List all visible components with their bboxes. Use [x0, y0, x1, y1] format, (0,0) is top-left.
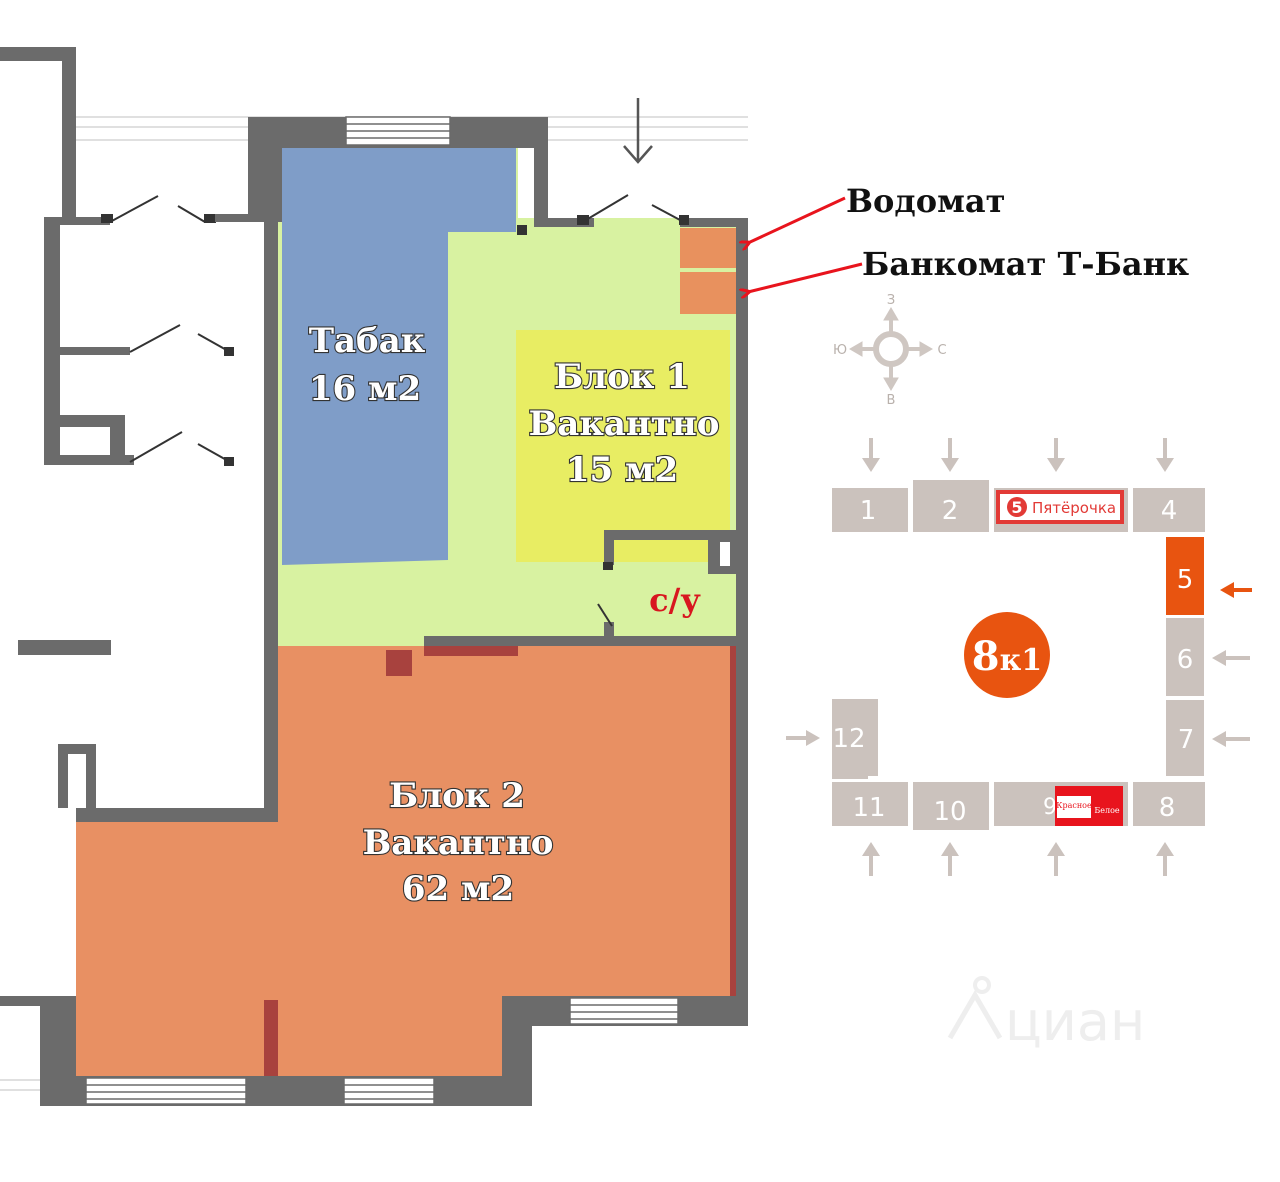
- site-block-1[interactable]: [832, 488, 908, 532]
- site-block-12-num: 12: [832, 724, 865, 754]
- kb-logo-left: Красное: [1056, 801, 1092, 810]
- site-block-11-num: 11: [852, 793, 885, 823]
- compass-w: Ю: [833, 343, 847, 358]
- site-block-6[interactable]: [1166, 618, 1204, 696]
- block2-name: Блок 2: [389, 776, 525, 816]
- block2-status: Вакантно: [363, 823, 554, 863]
- tabak-name: Табак: [309, 321, 426, 361]
- kb-block-num: 9: [1043, 795, 1057, 820]
- block2-area: 62 м2: [402, 869, 514, 909]
- site-block-12[interactable]: [832, 699, 878, 779]
- watermark-text: циан: [1005, 990, 1145, 1053]
- site-block-10[interactable]: [913, 782, 989, 830]
- compass-n: З: [887, 293, 895, 308]
- block2-room[interactable]: [76, 646, 736, 1076]
- watermark: циан: [947, 976, 1145, 1053]
- pyaterochka-logo-icon: [1007, 497, 1027, 517]
- wc-door: [597, 562, 613, 627]
- site-map: 1 2 4 5 6 7 8 10 11 12 5 Пятёрочка 9 Кра…: [786, 438, 1252, 876]
- kb-logo-white: [1057, 796, 1091, 818]
- site-block-7[interactable]: [1166, 700, 1204, 776]
- block1-name: Блок 1: [554, 357, 690, 397]
- site-block-8-num: 8: [1159, 793, 1176, 823]
- windows: [85, 116, 679, 1105]
- atm-unit[interactable]: [680, 272, 736, 314]
- callouts: Водомат Банкомат Т-Банк: [748, 182, 1189, 292]
- watermark-icon-dot: [973, 976, 991, 994]
- vodomat-label: Водомат: [846, 182, 1005, 220]
- pillars: [264, 646, 736, 1076]
- pyaterochka-logo-digit: 5: [1011, 498, 1022, 517]
- building-marker-label: 8к1: [972, 633, 1042, 680]
- block1-room[interactable]: [516, 330, 730, 562]
- watermark-icon: [947, 990, 1003, 1040]
- tabak-area: 16 м2: [309, 369, 421, 409]
- vodomat-unit[interactable]: [680, 228, 736, 268]
- site-block-4-num: 4: [1161, 496, 1178, 526]
- site-block-6-num: 6: [1177, 645, 1194, 675]
- site-block-4[interactable]: [1133, 488, 1205, 532]
- floor-plan: Табак 16 м2 Блок 1 Вакантно 15 м2 с/у Бл…: [0, 47, 748, 1106]
- entrance-door: [517, 194, 689, 235]
- left-wing-walls: [0, 47, 134, 1106]
- building-marker: [964, 612, 1050, 698]
- tabak-room[interactable]: [282, 148, 516, 565]
- site-block-10-num: 10: [933, 797, 966, 827]
- site-block-2-num: 2: [942, 496, 959, 526]
- site-block-11[interactable]: [832, 782, 908, 826]
- site-block-8[interactable]: [1133, 782, 1205, 826]
- site-block-5-num: 5: [1177, 565, 1194, 595]
- wc-label: с/у: [649, 581, 701, 619]
- highlight-entrance-arrow: [1220, 582, 1252, 598]
- atm-label: Банкомат Т-Банк: [862, 245, 1189, 283]
- site-block-7-num: 7: [1178, 725, 1195, 755]
- wc-walls: [424, 530, 736, 646]
- building-suffix: к1: [1000, 643, 1043, 678]
- left-wing-doors: [101, 195, 264, 466]
- block1-status: Вакантно: [529, 404, 720, 444]
- site-map-entrance-arrows: [786, 438, 1250, 876]
- pyaterochka-name: Пятёрочка: [1032, 499, 1116, 517]
- site-block-2[interactable]: [913, 480, 989, 532]
- compass-e: С: [937, 343, 946, 358]
- vodomat-arrow: [748, 196, 846, 243]
- compass: [849, 307, 933, 391]
- site-block-1-num: 1: [860, 496, 877, 526]
- atm-arrow: [748, 262, 863, 292]
- site-block-5[interactable]: [1166, 537, 1204, 615]
- block1-area: 15 м2: [566, 450, 678, 490]
- compass-s: В: [887, 393, 896, 408]
- kb-logo-right: Белое: [1094, 806, 1120, 815]
- building-number: 8: [972, 633, 1000, 680]
- entrance-arrow: [623, 98, 653, 164]
